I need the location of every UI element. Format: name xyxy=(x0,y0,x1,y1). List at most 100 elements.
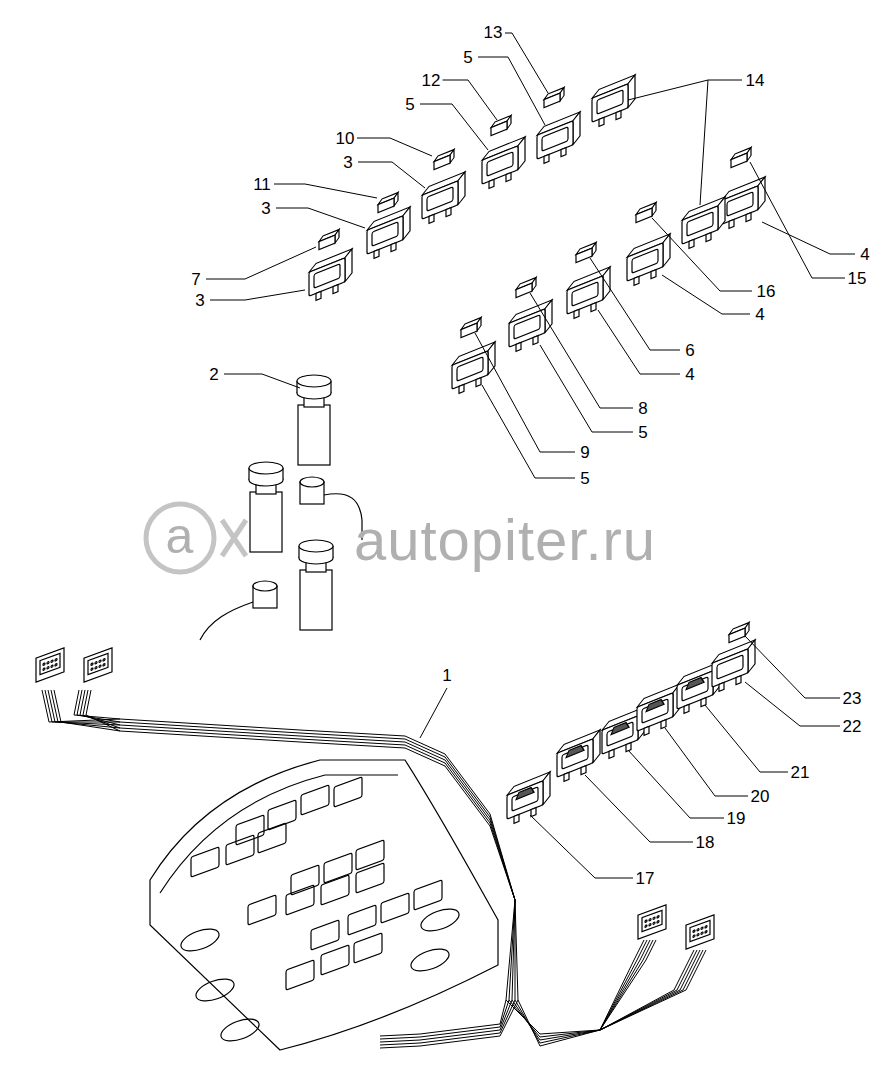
connector-plug xyxy=(84,648,112,682)
rocker-switch xyxy=(537,112,580,166)
rocker-switch xyxy=(682,197,725,251)
switch-cap xyxy=(576,243,596,263)
callout-number: 21 xyxy=(789,763,812,782)
rocker-switch xyxy=(422,172,465,226)
rocker-switch xyxy=(309,249,352,303)
watermark-logo xyxy=(222,520,246,556)
rocker-switch xyxy=(482,137,525,191)
leader-line xyxy=(762,222,855,254)
leader-line xyxy=(274,184,377,198)
leader-line xyxy=(598,310,680,374)
leader-line xyxy=(662,275,750,314)
leader-line xyxy=(276,208,365,228)
callout-number: 11 xyxy=(251,175,273,194)
leader-line xyxy=(700,80,708,205)
rocker-switch xyxy=(557,730,600,784)
callout-number: 2 xyxy=(207,365,220,384)
leader-line xyxy=(585,775,693,842)
connector-plug xyxy=(686,915,714,949)
leader-line xyxy=(224,374,300,388)
callout-number: 5 xyxy=(636,423,649,442)
leader-line xyxy=(628,80,742,100)
lighter-socket xyxy=(300,477,362,540)
rocker-switch xyxy=(567,267,610,321)
leader-line xyxy=(628,750,724,818)
rocker-switch xyxy=(637,684,680,738)
callout-number: 5 xyxy=(403,95,416,114)
leader-line xyxy=(590,258,680,350)
lighter-plug xyxy=(249,462,283,552)
callout-number: 18 xyxy=(694,833,717,852)
callout-number: 20 xyxy=(749,787,772,806)
rocker-switch xyxy=(452,342,495,396)
callout-number: 3 xyxy=(193,291,206,310)
leader-line xyxy=(442,80,497,120)
switch-cap xyxy=(434,150,454,170)
leader-line xyxy=(530,815,633,878)
callout-number: 17 xyxy=(634,869,657,888)
lighter-plug xyxy=(297,375,331,465)
rocker-switch xyxy=(592,75,635,129)
leader-line xyxy=(745,636,840,698)
callout-number: 15 xyxy=(846,269,869,288)
leader-line xyxy=(357,138,432,156)
callout-number: 13 xyxy=(482,23,505,42)
callout-number: 19 xyxy=(725,809,748,828)
callout-number: 7 xyxy=(189,270,202,289)
switch-cap xyxy=(731,148,751,168)
callout-number: 1 xyxy=(440,666,453,685)
rocker-switch xyxy=(627,234,670,288)
leader-line xyxy=(665,728,748,796)
leader-line xyxy=(705,705,788,772)
rocker-switch xyxy=(712,640,755,694)
leader-line xyxy=(210,290,305,300)
callout-number: 12 xyxy=(420,71,443,90)
rocker-switch xyxy=(722,177,765,231)
callout-number: 9 xyxy=(578,443,591,462)
leader-line xyxy=(475,333,575,452)
leader-line xyxy=(358,162,425,188)
switch-cap xyxy=(516,278,536,298)
leader-line xyxy=(420,688,447,738)
watermark: a xyxy=(164,510,197,562)
lighter-socket xyxy=(200,581,277,640)
callout-number: 5 xyxy=(461,48,474,67)
rocker-switch xyxy=(507,772,550,826)
callout-number: 4 xyxy=(858,245,871,264)
switch-cap xyxy=(319,230,339,250)
leader-line xyxy=(478,57,545,125)
callout-number: 16 xyxy=(755,282,778,301)
callout-number: 3 xyxy=(259,199,272,218)
callout-number: 6 xyxy=(683,341,696,360)
leader-line xyxy=(750,162,845,278)
callout-number: 4 xyxy=(683,365,696,384)
callout-number: 5 xyxy=(578,469,591,488)
connector-plug xyxy=(638,905,666,939)
watermark-logo xyxy=(146,504,214,572)
leader-line xyxy=(482,385,575,478)
leader-line xyxy=(745,682,840,726)
switch-cap xyxy=(729,623,749,643)
callout-number: 8 xyxy=(636,399,649,418)
callout-number: 10 xyxy=(334,129,357,148)
lighter-plug xyxy=(299,540,333,630)
callout-number: 14 xyxy=(744,71,767,90)
connector-plug xyxy=(36,648,64,682)
leader-line xyxy=(540,345,633,432)
switch-cap xyxy=(461,318,481,338)
watermark: autopiter.ru xyxy=(352,510,658,570)
switch-cap xyxy=(491,116,511,136)
leader-line xyxy=(652,218,752,291)
switch-cap xyxy=(378,193,398,213)
callout-number: 3 xyxy=(341,153,354,172)
rocker-switch xyxy=(509,300,552,354)
leader-line xyxy=(206,247,316,279)
callout-number: 23 xyxy=(841,689,864,708)
rocker-switch xyxy=(367,207,410,261)
callout-number: 4 xyxy=(753,305,766,324)
leader-line xyxy=(420,104,488,150)
switch-panel xyxy=(150,760,498,1050)
leader-line xyxy=(530,293,633,408)
callout-number: 22 xyxy=(841,717,864,736)
